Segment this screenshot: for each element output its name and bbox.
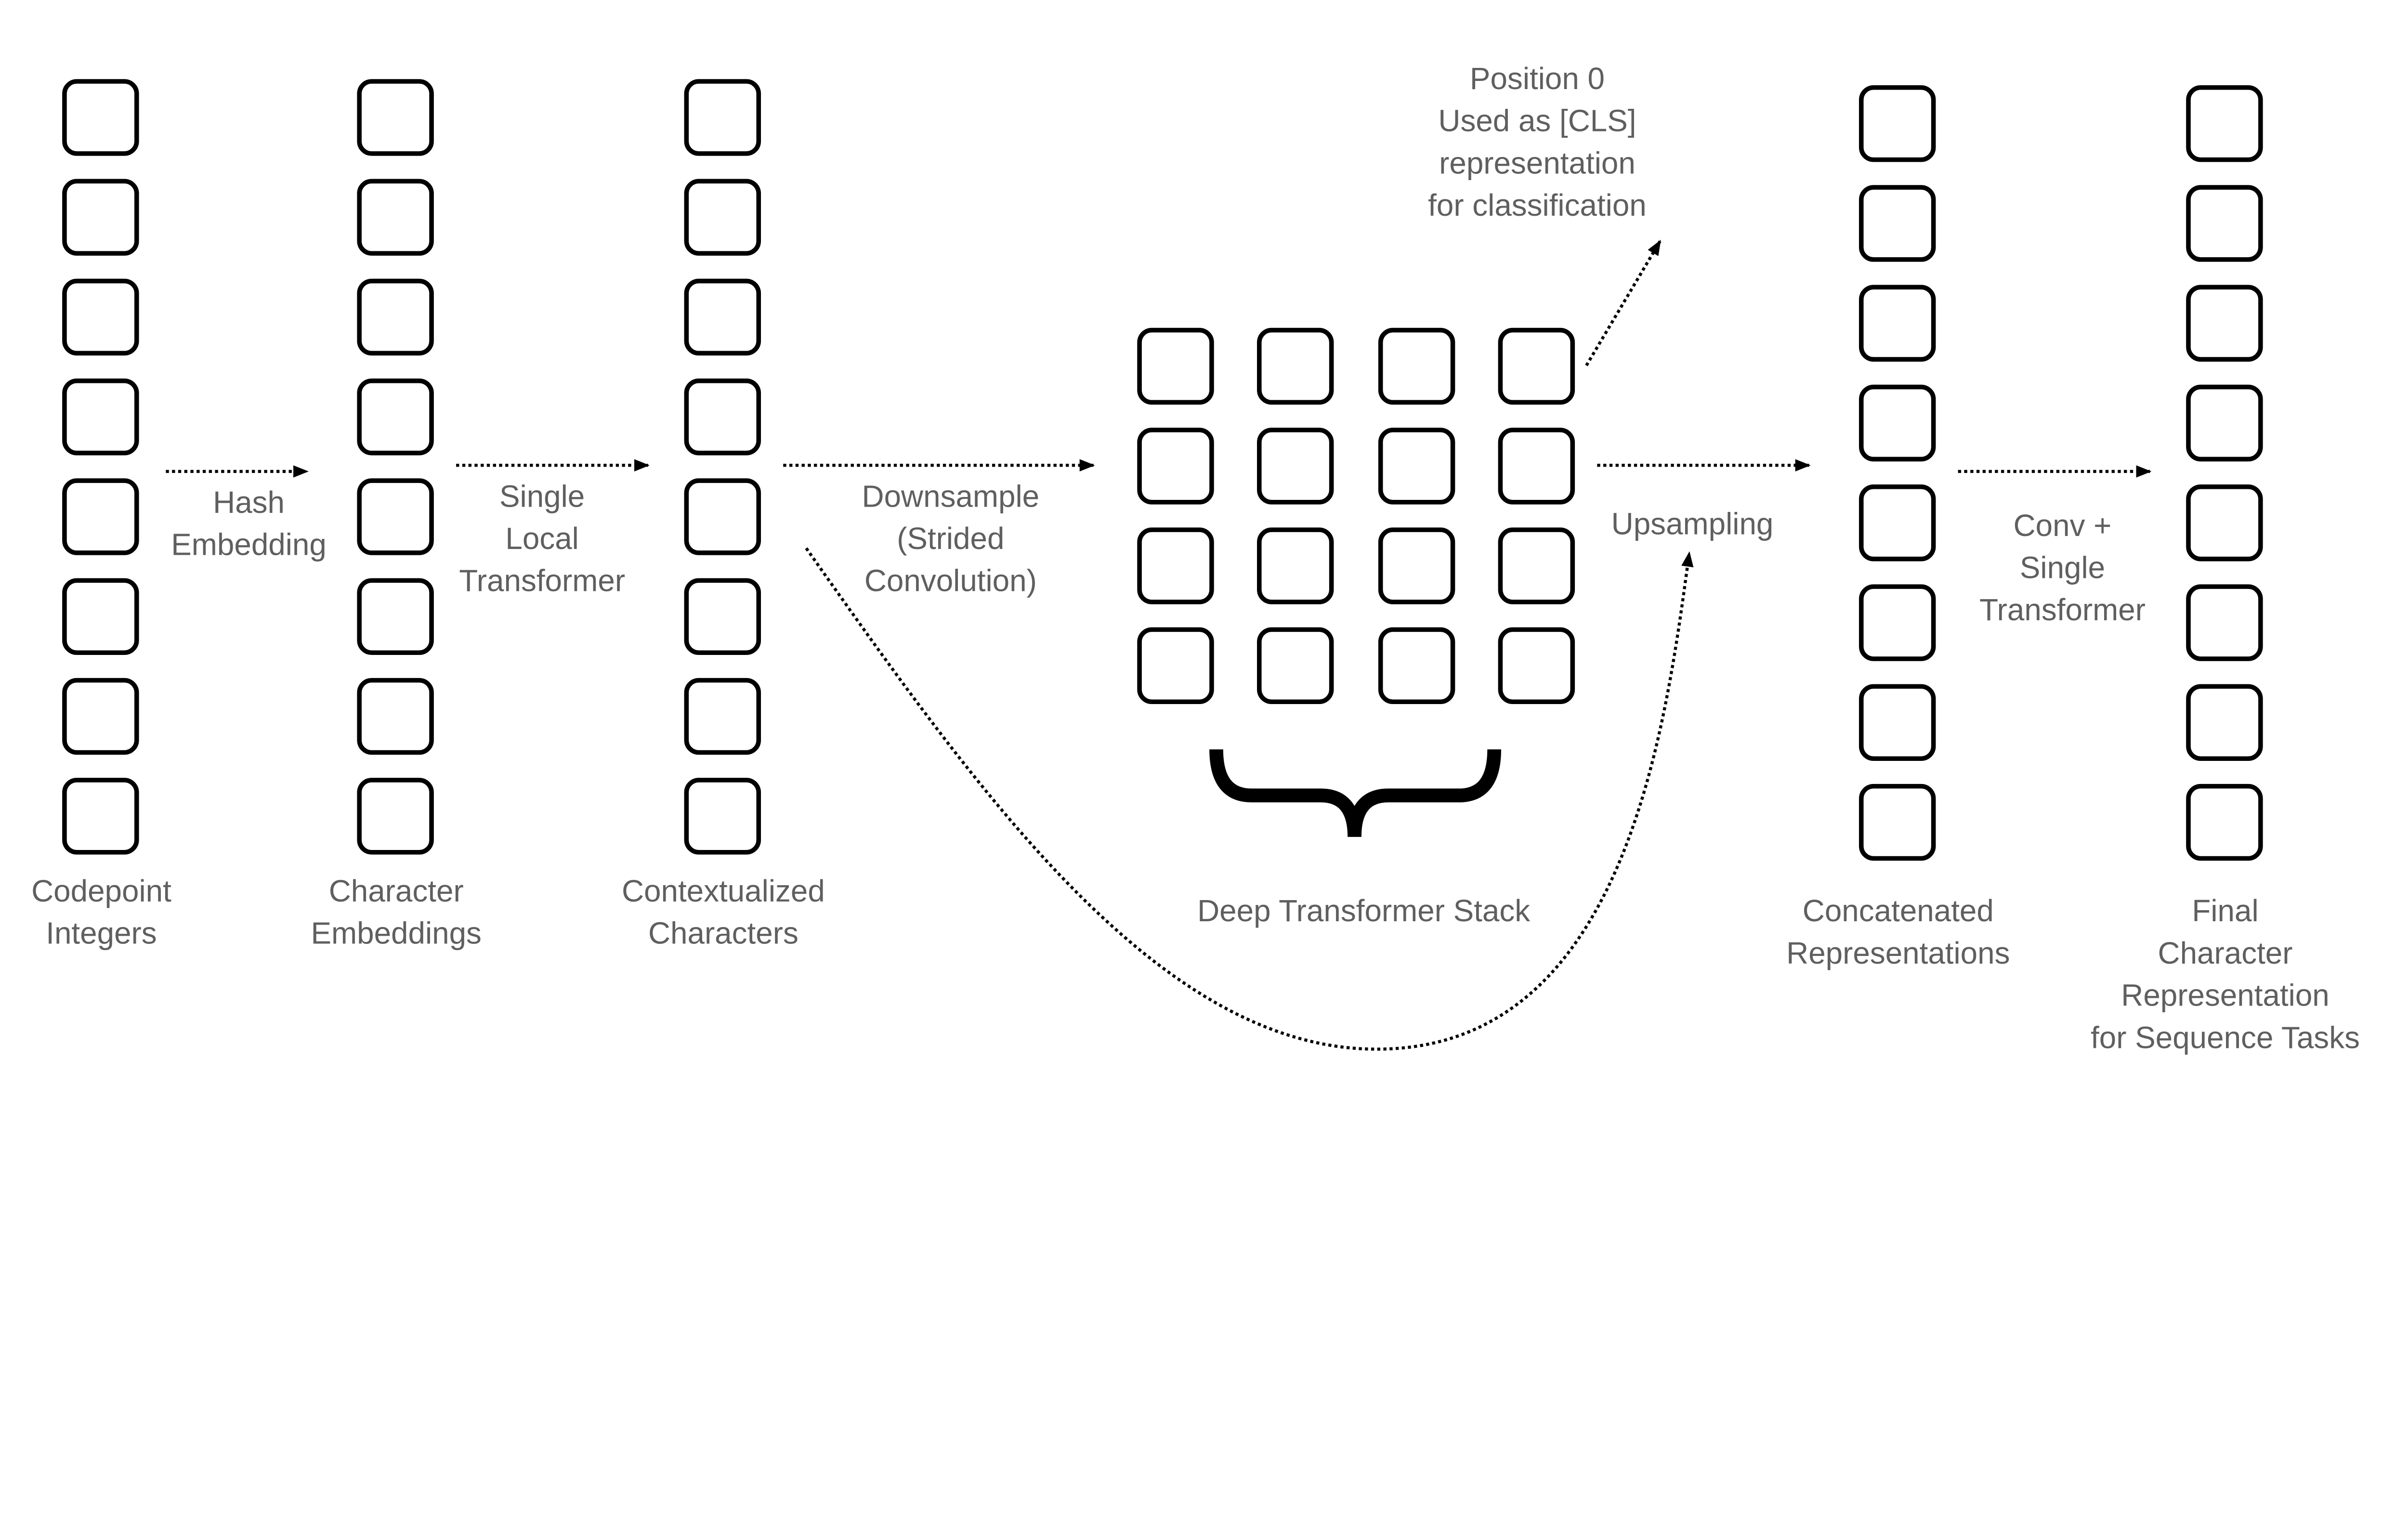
cls-arrow <box>1585 239 1662 366</box>
char-emb-token-box <box>357 578 434 655</box>
contextualized-label: Characters <box>648 916 798 951</box>
codepoint-label: Codepoint <box>31 874 171 908</box>
final-token-box <box>2186 285 2263 362</box>
conv-transformer-label: Single <box>2020 550 2105 585</box>
deep-stack-cell-box <box>1137 527 1214 604</box>
codepoint-token-box <box>62 678 139 755</box>
concatenated-label: Concatenated <box>1803 893 1994 928</box>
deep-stack-cell-box <box>1498 527 1575 604</box>
contextualized-token-box <box>684 578 761 655</box>
final-token-box <box>2186 584 2263 661</box>
concatenated-token-box <box>1859 684 1936 761</box>
final-label: Final <box>2192 893 2258 928</box>
final-token-box <box>2186 484 2263 562</box>
concatenated-token-box <box>1859 185 1936 262</box>
deep-stack-cell-box <box>1498 327 1575 405</box>
concatenated-token-box <box>1859 484 1936 562</box>
deep-stack-cell-box <box>1137 428 1214 505</box>
contextualized-token-box <box>684 478 761 555</box>
final-token-box <box>2186 185 2263 262</box>
codepoint-token-box <box>62 379 139 456</box>
deep-stack-cell-box <box>1257 327 1334 405</box>
deep-stack-cell-box <box>1378 527 1455 604</box>
codepoint-token-box <box>62 179 139 256</box>
concatenated-token-box <box>1859 384 1936 462</box>
deep-stack-cell-box <box>1378 327 1455 405</box>
contextualized-token-box <box>684 179 761 256</box>
upsampling-label: Upsampling <box>1611 507 1774 541</box>
contextualized-token-box <box>684 379 761 456</box>
contextualized-token-box <box>684 278 761 356</box>
concatenated-token-box <box>1859 584 1936 661</box>
cls-note-label: Position 0 <box>1470 61 1605 96</box>
cls-note-label: Used as [CLS] <box>1438 104 1636 138</box>
hash-embedding-label: Embedding <box>171 527 327 562</box>
codepoint-token-box <box>62 578 139 655</box>
local-transformer-label: Single <box>499 479 585 513</box>
conv-transformer-label: Conv + <box>2014 508 2112 543</box>
contextualized-token-box <box>684 678 761 755</box>
conv-transformer-label: Transformer <box>1979 592 2146 627</box>
deep-stack-cell-box <box>1498 627 1575 705</box>
concatenated-token-box <box>1859 784 1936 861</box>
char-emb-token-box <box>357 678 434 755</box>
local-transformer-label: Local <box>505 521 578 556</box>
char-emb-token-box <box>357 278 434 356</box>
deep-stack-label: Deep Transformer Stack <box>1197 893 1530 928</box>
final-token-box <box>2186 784 2263 861</box>
concatenated-token-box <box>1859 85 1936 162</box>
concatenated-token-box <box>1859 285 1936 362</box>
char-emb-token-box <box>357 79 434 156</box>
final-label: Character <box>2158 936 2293 970</box>
deep-stack-cell-box <box>1378 627 1455 705</box>
final-token-box <box>2186 85 2263 162</box>
canine-architecture-diagram: CodepointIntegersCharacterEmbeddingsCont… <box>31 61 2360 1055</box>
downsample-label: Convolution) <box>864 563 1037 598</box>
codepoint-token-box <box>62 79 139 156</box>
codepoint-token-box <box>62 278 139 356</box>
downsample-label: (Strided <box>897 521 1004 556</box>
final-token-box <box>2186 684 2263 761</box>
char-emb-token-box <box>357 179 434 256</box>
deep-stack-cell-box <box>1378 428 1455 505</box>
char-emb-token-box <box>357 379 434 456</box>
char-emb-label: Character <box>329 874 464 908</box>
contextualized-token-box <box>684 778 761 855</box>
final-label: Representation <box>2121 978 2329 1013</box>
char-emb-token-box <box>357 778 434 855</box>
deep-stack-cell-box <box>1137 627 1214 705</box>
deep-stack-brace-icon <box>1209 749 1502 837</box>
final-label: for Sequence Tasks <box>2091 1020 2360 1055</box>
deep-stack-cell-box <box>1137 327 1214 405</box>
contextualized-token-box <box>684 79 761 156</box>
final-token-box <box>2186 384 2263 462</box>
hash-embedding-label: Hash <box>213 485 285 520</box>
cls-note-label: representation <box>1439 145 1636 180</box>
char-emb-token-box <box>357 478 434 555</box>
residual-skip-arrow <box>805 547 1694 1051</box>
deep-stack-cell-box <box>1257 527 1334 604</box>
cls-note-label: for classification <box>1428 188 1647 222</box>
concatenated-label: Representations <box>1786 936 2010 970</box>
contextualized-label: Contextualized <box>622 874 825 908</box>
codepoint-token-box <box>62 778 139 855</box>
codepoint-label: Integers <box>46 916 157 951</box>
char-emb-label: Embeddings <box>311 916 481 951</box>
deep-stack-cell-box <box>1257 627 1334 705</box>
local-transformer-label: Transformer <box>459 563 625 598</box>
deep-stack-cell-box <box>1257 428 1334 505</box>
deep-stack-cell-box <box>1498 428 1575 505</box>
downsample-label: Downsample <box>862 479 1040 513</box>
codepoint-token-box <box>62 478 139 555</box>
